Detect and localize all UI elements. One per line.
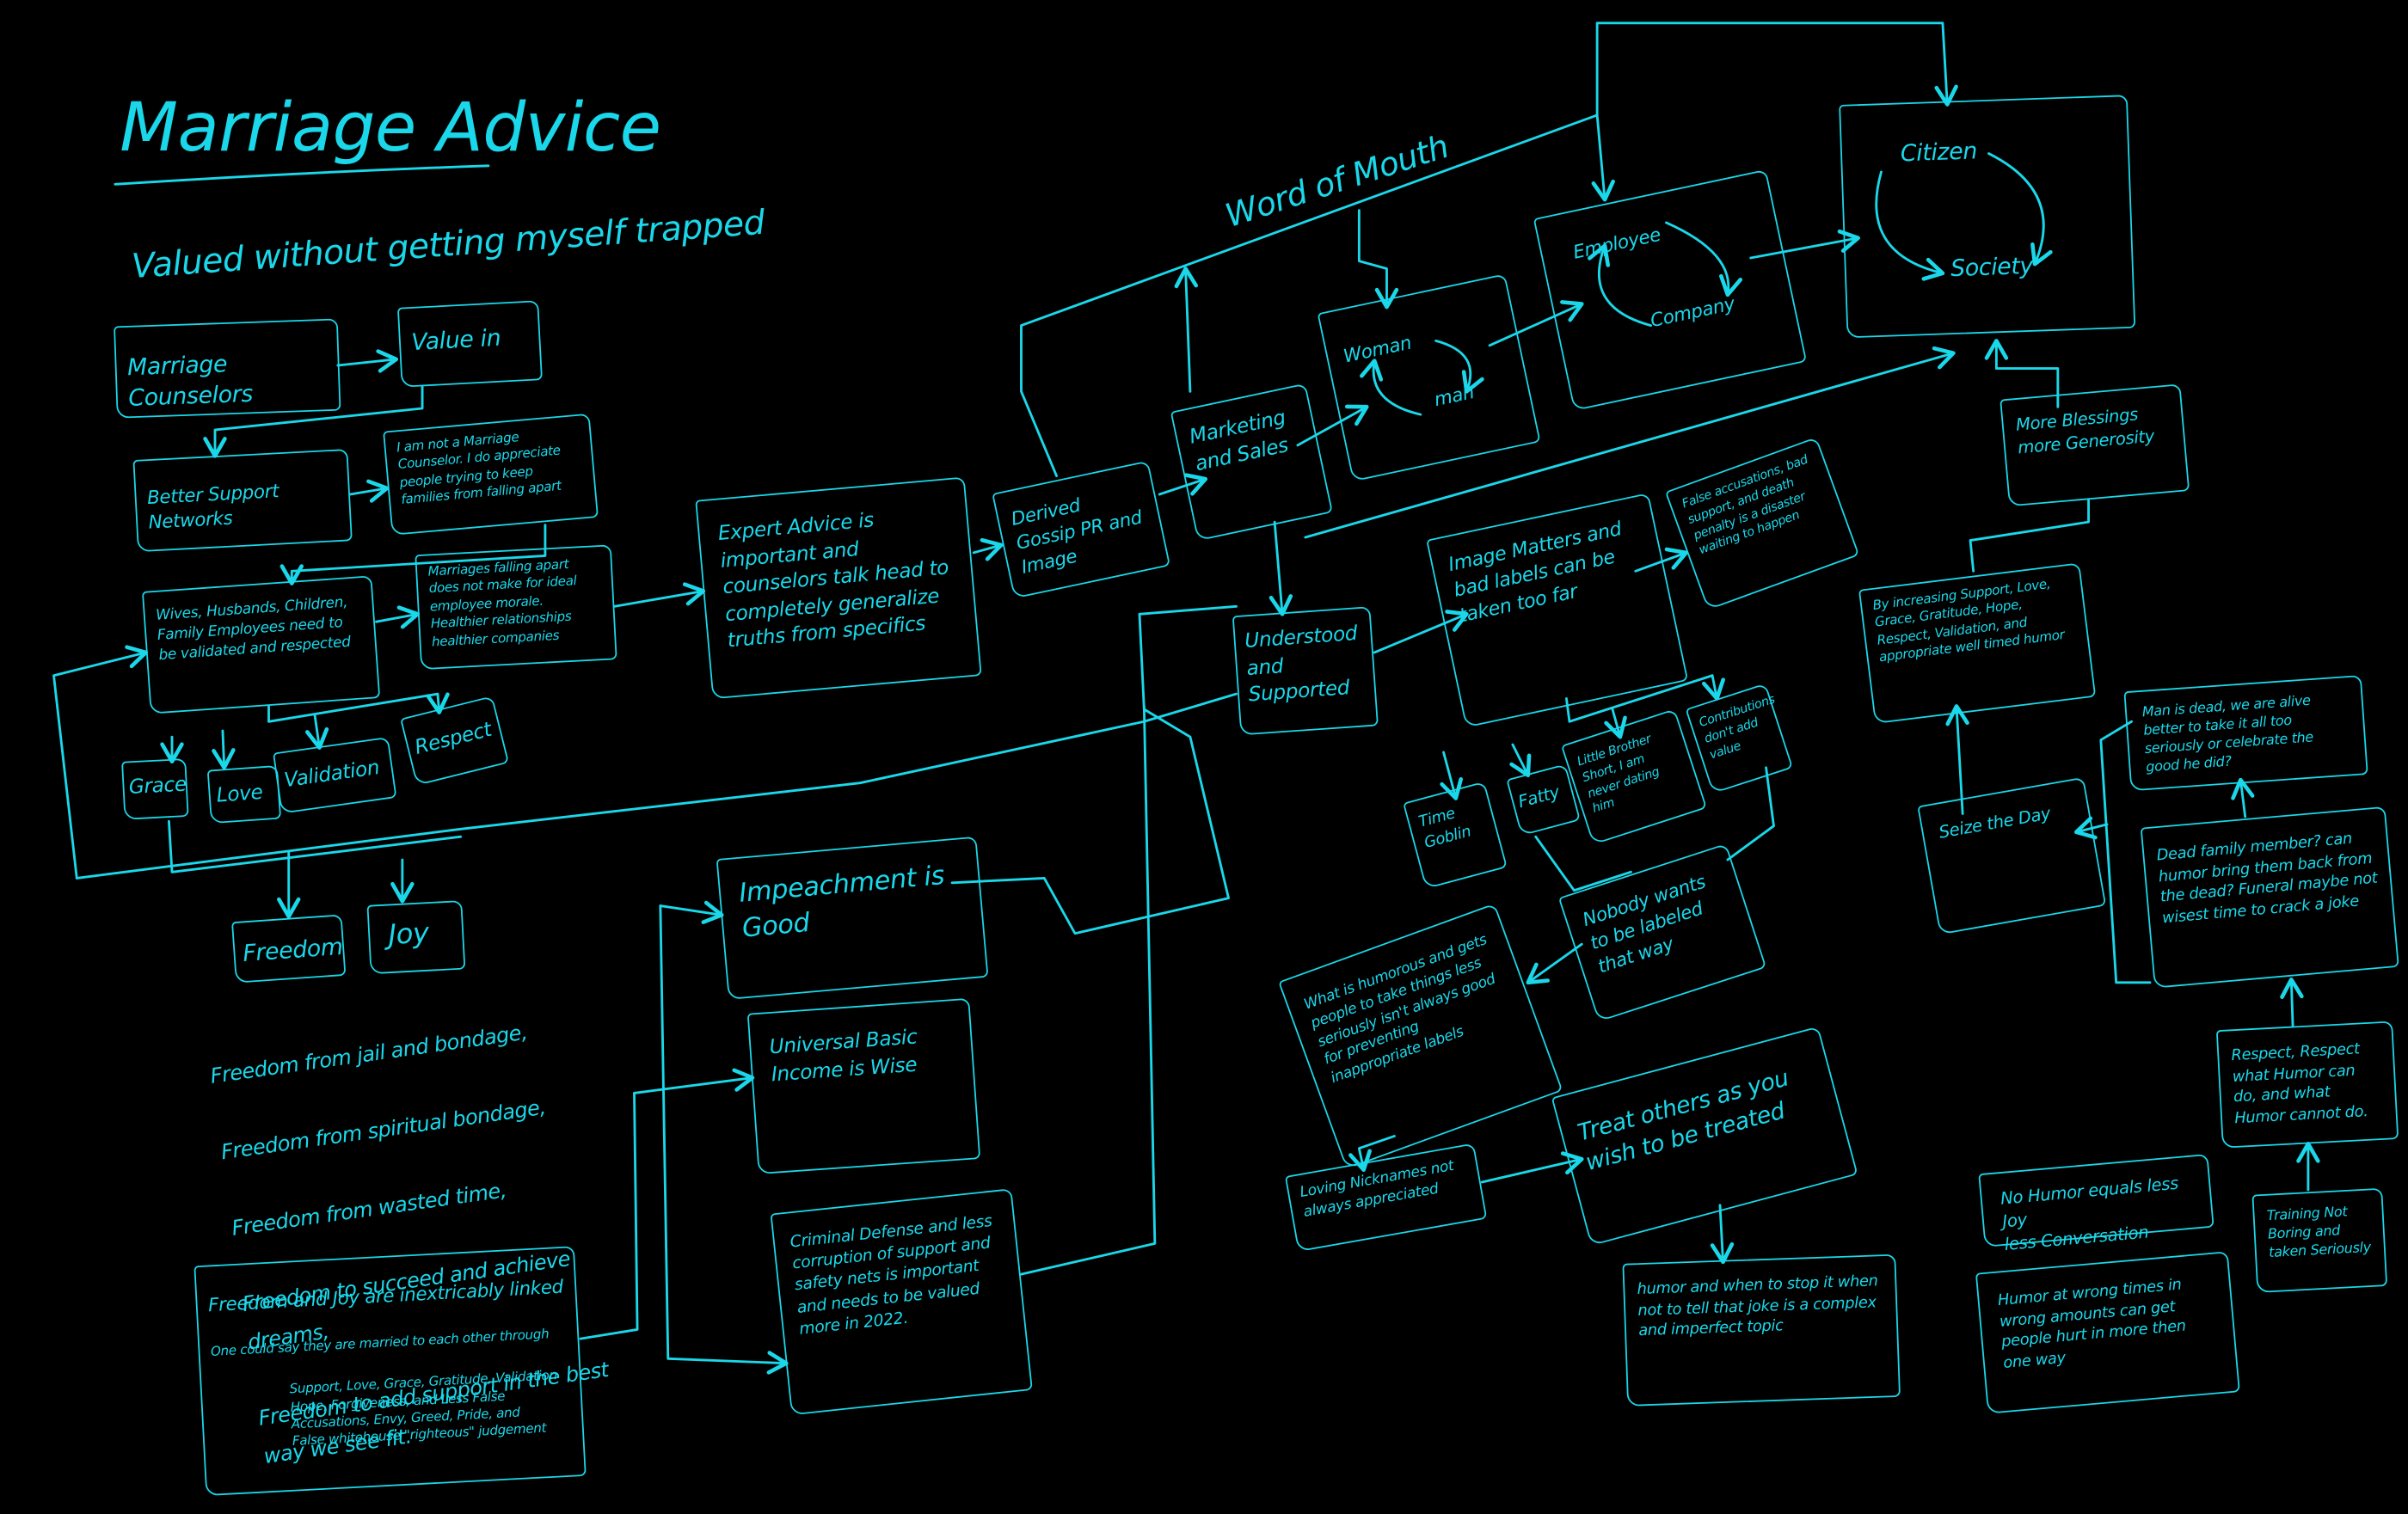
connector (2099, 720, 2152, 984)
node-wives-husbands: Wives, Husbands, Children, Family Employ… (141, 575, 381, 714)
connector (1665, 221, 1743, 297)
node-joy: Joy (366, 900, 466, 975)
freedom-line: Freedom from spiritual bondage, (219, 1095, 548, 1166)
node-impeachment: Impeachment is Good (716, 836, 989, 1000)
label-man: man (1432, 381, 1477, 411)
connector (1480, 1151, 1584, 1184)
label-woman: Woman (1341, 331, 1414, 367)
node-by-increasing: By increasing Support, Love, Grace, Grat… (1858, 562, 2097, 724)
node-man-is-dead: Man is dead, we are alive better to take… (2123, 675, 2368, 792)
connector (1174, 267, 1199, 393)
long-connector (75, 692, 1238, 880)
connector (1710, 1204, 1735, 1265)
connector (2280, 977, 2304, 1027)
connector (1373, 610, 1469, 654)
node-value-in: Value in (396, 300, 543, 388)
connector (1158, 473, 1208, 496)
freedom-joy-body: One could say they are married to each o… (210, 1327, 550, 1361)
label-society: Society (1950, 251, 2034, 283)
node-humor-when: humor and when to stop it when not to te… (1622, 1253, 1901, 1407)
connector (1749, 229, 1860, 260)
connector (203, 385, 424, 458)
connector (1357, 209, 1399, 310)
connector (1304, 346, 1956, 539)
connector (1440, 751, 1464, 800)
connector (1726, 766, 1775, 861)
connector (1526, 942, 1583, 985)
page-title: Marriage Advice (120, 89, 661, 168)
connector (659, 904, 789, 1375)
connector (1595, 21, 1958, 117)
freedom-joy-list: Support, Love, Grace, Gratitude, Validat… (289, 1368, 558, 1451)
title-underline (114, 164, 490, 186)
connector (2231, 777, 2255, 818)
connector (348, 479, 390, 503)
node-ubi: Universal Basic Income is Wise (746, 997, 981, 1174)
connector (267, 692, 439, 723)
node-more-blessings: More Blessings more Generosity (2000, 383, 2190, 507)
connector (1701, 674, 1725, 701)
connector (1434, 339, 1484, 394)
node-dead-family: Dead family member? can humor bring them… (2140, 806, 2399, 989)
connector (659, 900, 724, 924)
node-expert-advice: Expert Advice is important and counselor… (695, 476, 982, 700)
connector (1604, 708, 1627, 739)
node-humor-wrong: Humor at wrong times in wrong amounts ca… (1975, 1251, 2240, 1414)
freedom-joy-title: Freedom and Joy are inextricably linked (207, 1276, 564, 1317)
label-employee: Employee (1570, 224, 1663, 264)
connector (336, 349, 398, 373)
connector (1534, 835, 1632, 892)
node-freedom-joy: Freedom and Joy are inextricably linked … (194, 1246, 587, 1496)
connector (1984, 339, 2060, 408)
connector (2073, 816, 2109, 840)
connector (1509, 743, 1532, 778)
node-better-support: Better Support Networks (132, 449, 353, 553)
node-marketing-sales: Marketing and Sales (1170, 383, 1333, 542)
connector (633, 1068, 755, 1094)
node-citizen-society: Citizen Society (1839, 95, 2136, 339)
connector (579, 1091, 639, 1340)
node-understood: Understood and Supported (1232, 606, 1379, 736)
label-company: Company (1648, 292, 1737, 332)
node-not-counselor: I am not a Marriage Counselor. I do appr… (383, 413, 599, 536)
loop-connector (52, 645, 148, 880)
node-love: Love (206, 765, 282, 824)
connector (1488, 300, 1584, 347)
connector (1969, 499, 2090, 573)
connector (1987, 152, 2053, 267)
connector (950, 604, 1238, 935)
connector (167, 819, 463, 873)
connector (212, 729, 236, 770)
label-citizen: Citizen (1900, 137, 1978, 168)
connector (1360, 359, 1422, 416)
node-grace: Grace (121, 758, 189, 820)
connector (280, 524, 547, 585)
connector (1348, 1134, 1396, 1172)
node-marriages-falling: Marriages falling apart does not make fo… (415, 544, 617, 671)
node-marriage-counselors: Marriage Counselors (114, 318, 341, 419)
connector (426, 692, 450, 714)
connector (1268, 520, 1293, 616)
connector (1296, 404, 1369, 447)
connector (1564, 674, 1714, 723)
connector (304, 714, 329, 750)
freedom-line: Freedom from jail and bondage, (208, 1020, 529, 1090)
connector (1020, 113, 1599, 477)
connector (1945, 704, 1969, 815)
node-respect-humor: Respect, Respect what Humor can do, and … (2215, 1021, 2399, 1149)
connector (375, 605, 420, 629)
connector (1588, 243, 1653, 327)
connector (1020, 704, 1157, 1276)
connector (1875, 170, 1945, 281)
connector (972, 537, 1004, 561)
connector (1634, 547, 1688, 573)
connector (612, 582, 706, 608)
node-training: Training Not Boring and taken Seriously (2251, 1187, 2388, 1293)
node-criminal-defense: Criminal Defense and less corruption of … (770, 1188, 1033, 1416)
connector (1591, 113, 1615, 202)
node-freedom: Freedom (231, 914, 347, 984)
freedom-line: Freedom from wasted time, (230, 1178, 508, 1241)
